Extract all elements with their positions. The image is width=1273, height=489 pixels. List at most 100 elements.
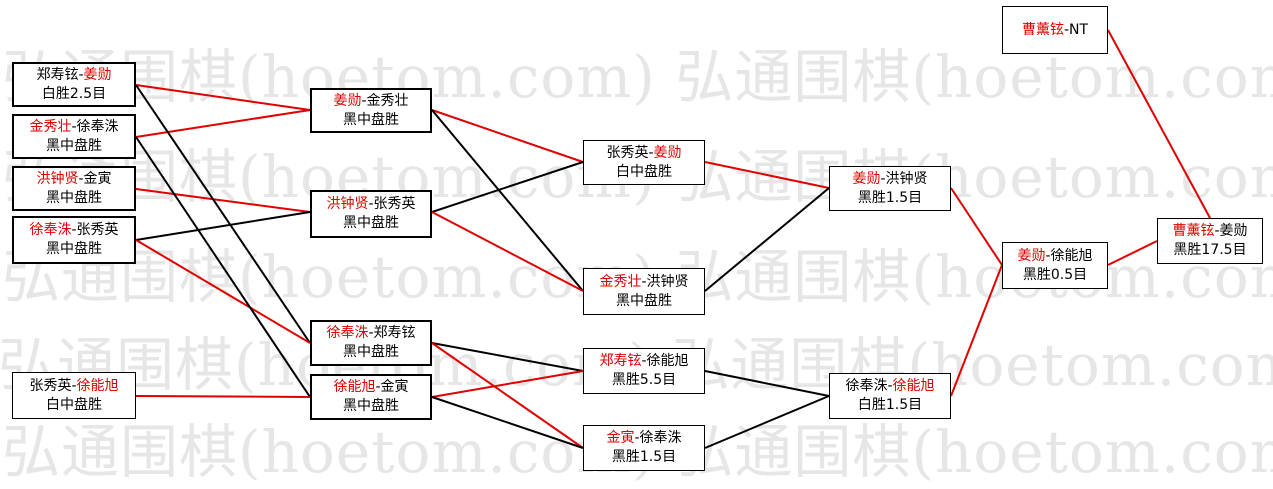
link-line [704, 395, 830, 449]
link-line [135, 395, 311, 398]
watermark-row: 弘通围棋(hoetom.com) 弘通围棋(hoetom.com) [2, 43, 1273, 111]
winner-name: 曹薰铉 [1172, 223, 1215, 239]
winner-name: 徐能旭 [333, 379, 376, 395]
winner-name: 徐能旭 [76, 377, 119, 394]
link-line [1107, 240, 1158, 266]
match-box: 张秀英-姜勋 白中盘胜 [583, 140, 705, 185]
player-name: 徐能旭 [646, 353, 689, 369]
player-name: 张秀英 [29, 377, 72, 394]
link-line [704, 370, 830, 397]
player-name: 徐奉洙 [76, 118, 119, 135]
separator: - [78, 66, 84, 83]
link-line [431, 396, 584, 449]
match-players: 徐能旭-金寅 [333, 378, 408, 397]
match-players: 姜勋-洪钟贤 [852, 170, 927, 189]
match-box: 郑寿铉-姜勋 白胜2.5目 [12, 62, 136, 107]
match-box: 姜勋-金秀壮 黑中盘胜 [310, 88, 432, 133]
link-line [431, 342, 584, 372]
match-result: 黑胜17.5目 [1173, 242, 1247, 258]
player-name: NT [1069, 21, 1089, 38]
link-line [431, 342, 584, 449]
separator: - [641, 353, 647, 369]
separator: - [368, 325, 374, 341]
match-result: 黑胜1.5目 [611, 449, 677, 465]
match-result: 黑中盘胜 [46, 241, 102, 257]
match-box: 徐奉洙-徐能旭 白胜1.5目 [829, 373, 951, 419]
match-players: 郑寿铉-徐能旭 [599, 352, 688, 371]
match-box: 徐奉洙-张秀英 黑中盘胜 [12, 216, 136, 264]
separator: - [1063, 21, 1070, 38]
match-box: 郑寿铉-徐能旭 黑胜5.5目 [583, 348, 705, 394]
separator: - [375, 379, 381, 395]
winner-name: 姜勋 [1017, 247, 1046, 264]
winner-name: 姜勋 [333, 92, 362, 109]
player-name: 金寅 [83, 170, 112, 187]
separator: - [368, 196, 374, 212]
match-box: 洪钟贤-张秀英 黑中盘胜 [310, 190, 432, 238]
player-name: 张秀英 [373, 196, 416, 212]
link-line [431, 109, 584, 163]
match-players: 洪钟贤-张秀英 [326, 195, 415, 214]
match-result: 黑中盘胜 [343, 215, 399, 231]
match-result: 黑中盘胜 [46, 189, 102, 206]
link-line [704, 187, 830, 292]
link-line [135, 84, 311, 344]
winner-name: 徐奉洙 [326, 325, 369, 341]
link-line [1107, 29, 1211, 219]
link-line [135, 211, 311, 241]
link-line [950, 264, 1003, 397]
match-players: 徐奉洙-郑寿铉 [326, 324, 415, 343]
match-box: 金秀壮-徐奉洙 黑中盘胜 [12, 114, 136, 159]
match-players: 曹薰铉-姜勋 [1172, 222, 1247, 241]
champion-box: 曹薰铉-NT [1002, 6, 1108, 54]
match-result: 黑胜5.5目 [611, 372, 677, 388]
match-result: 黑中盘胜 [343, 344, 399, 360]
match-players: 金秀壮-洪钟贤 [599, 273, 688, 292]
winner-name: 姜勋 [83, 66, 112, 83]
match-result: 白中盘胜 [616, 163, 672, 180]
winner-name: 洪钟贤 [326, 196, 369, 212]
player-name: 金寅 [380, 379, 409, 395]
player-name: 张秀英 [606, 144, 649, 161]
match-box: 金寅-徐奉洙 黑胜1.5目 [583, 425, 705, 471]
match-players: 徐奉洙-徐能旭 [845, 377, 934, 396]
link-line [704, 161, 830, 189]
match-result: 白中盘胜 [46, 396, 102, 413]
match-players: 郑寿铉-姜勋 [36, 66, 111, 85]
link-line [431, 370, 584, 398]
player-name: 金秀壮 [366, 92, 409, 109]
separator: - [648, 144, 654, 161]
match-players: 姜勋-徐能旭 [1017, 247, 1092, 266]
match-result: 白胜2.5目 [41, 85, 107, 102]
match-players: 徐奉洙-张秀英 [29, 221, 118, 240]
match-players: 曹薰铉-NT [1022, 21, 1088, 40]
match-box: 徐奉洙-郑寿铉 黑中盘胜 [310, 320, 432, 366]
link-line [135, 239, 311, 344]
match-result: 白胜1.5目 [857, 397, 923, 413]
winner-name: 徐能旭 [892, 378, 935, 394]
match-result: 黑中盘胜 [343, 111, 399, 128]
player-name: 郑寿铉 [373, 325, 416, 341]
match-result: 黑中盘胜 [616, 292, 672, 309]
link-line [431, 109, 584, 292]
match-box: 姜勋-徐能旭 黑胜0.5目 [1002, 242, 1108, 289]
player-name: 徐能旭 [1050, 247, 1093, 264]
match-players: 金秀壮-徐奉洙 [29, 118, 118, 137]
match-players: 洪钟贤-金寅 [36, 170, 111, 189]
final-match-box: 曹薰铉-姜勋 黑胜17.5目 [1157, 218, 1263, 264]
match-result: 黑中盘胜 [46, 137, 102, 154]
separator: - [78, 170, 84, 187]
player-name: 张秀英 [76, 222, 119, 238]
player-name: 洪钟贤 [646, 273, 689, 290]
link-line [135, 84, 311, 111]
separator: - [887, 378, 893, 394]
link-line [431, 211, 584, 292]
winner-name: 金秀壮 [29, 118, 72, 135]
separator: - [361, 92, 367, 109]
winner-name: 姜勋 [653, 144, 682, 161]
winner-name: 洪钟贤 [36, 170, 79, 187]
separator: - [71, 118, 77, 135]
player-name: 徐奉洙 [639, 430, 682, 446]
match-box: 洪钟贤-金寅 黑中盘胜 [12, 166, 136, 211]
separator: - [71, 222, 77, 238]
